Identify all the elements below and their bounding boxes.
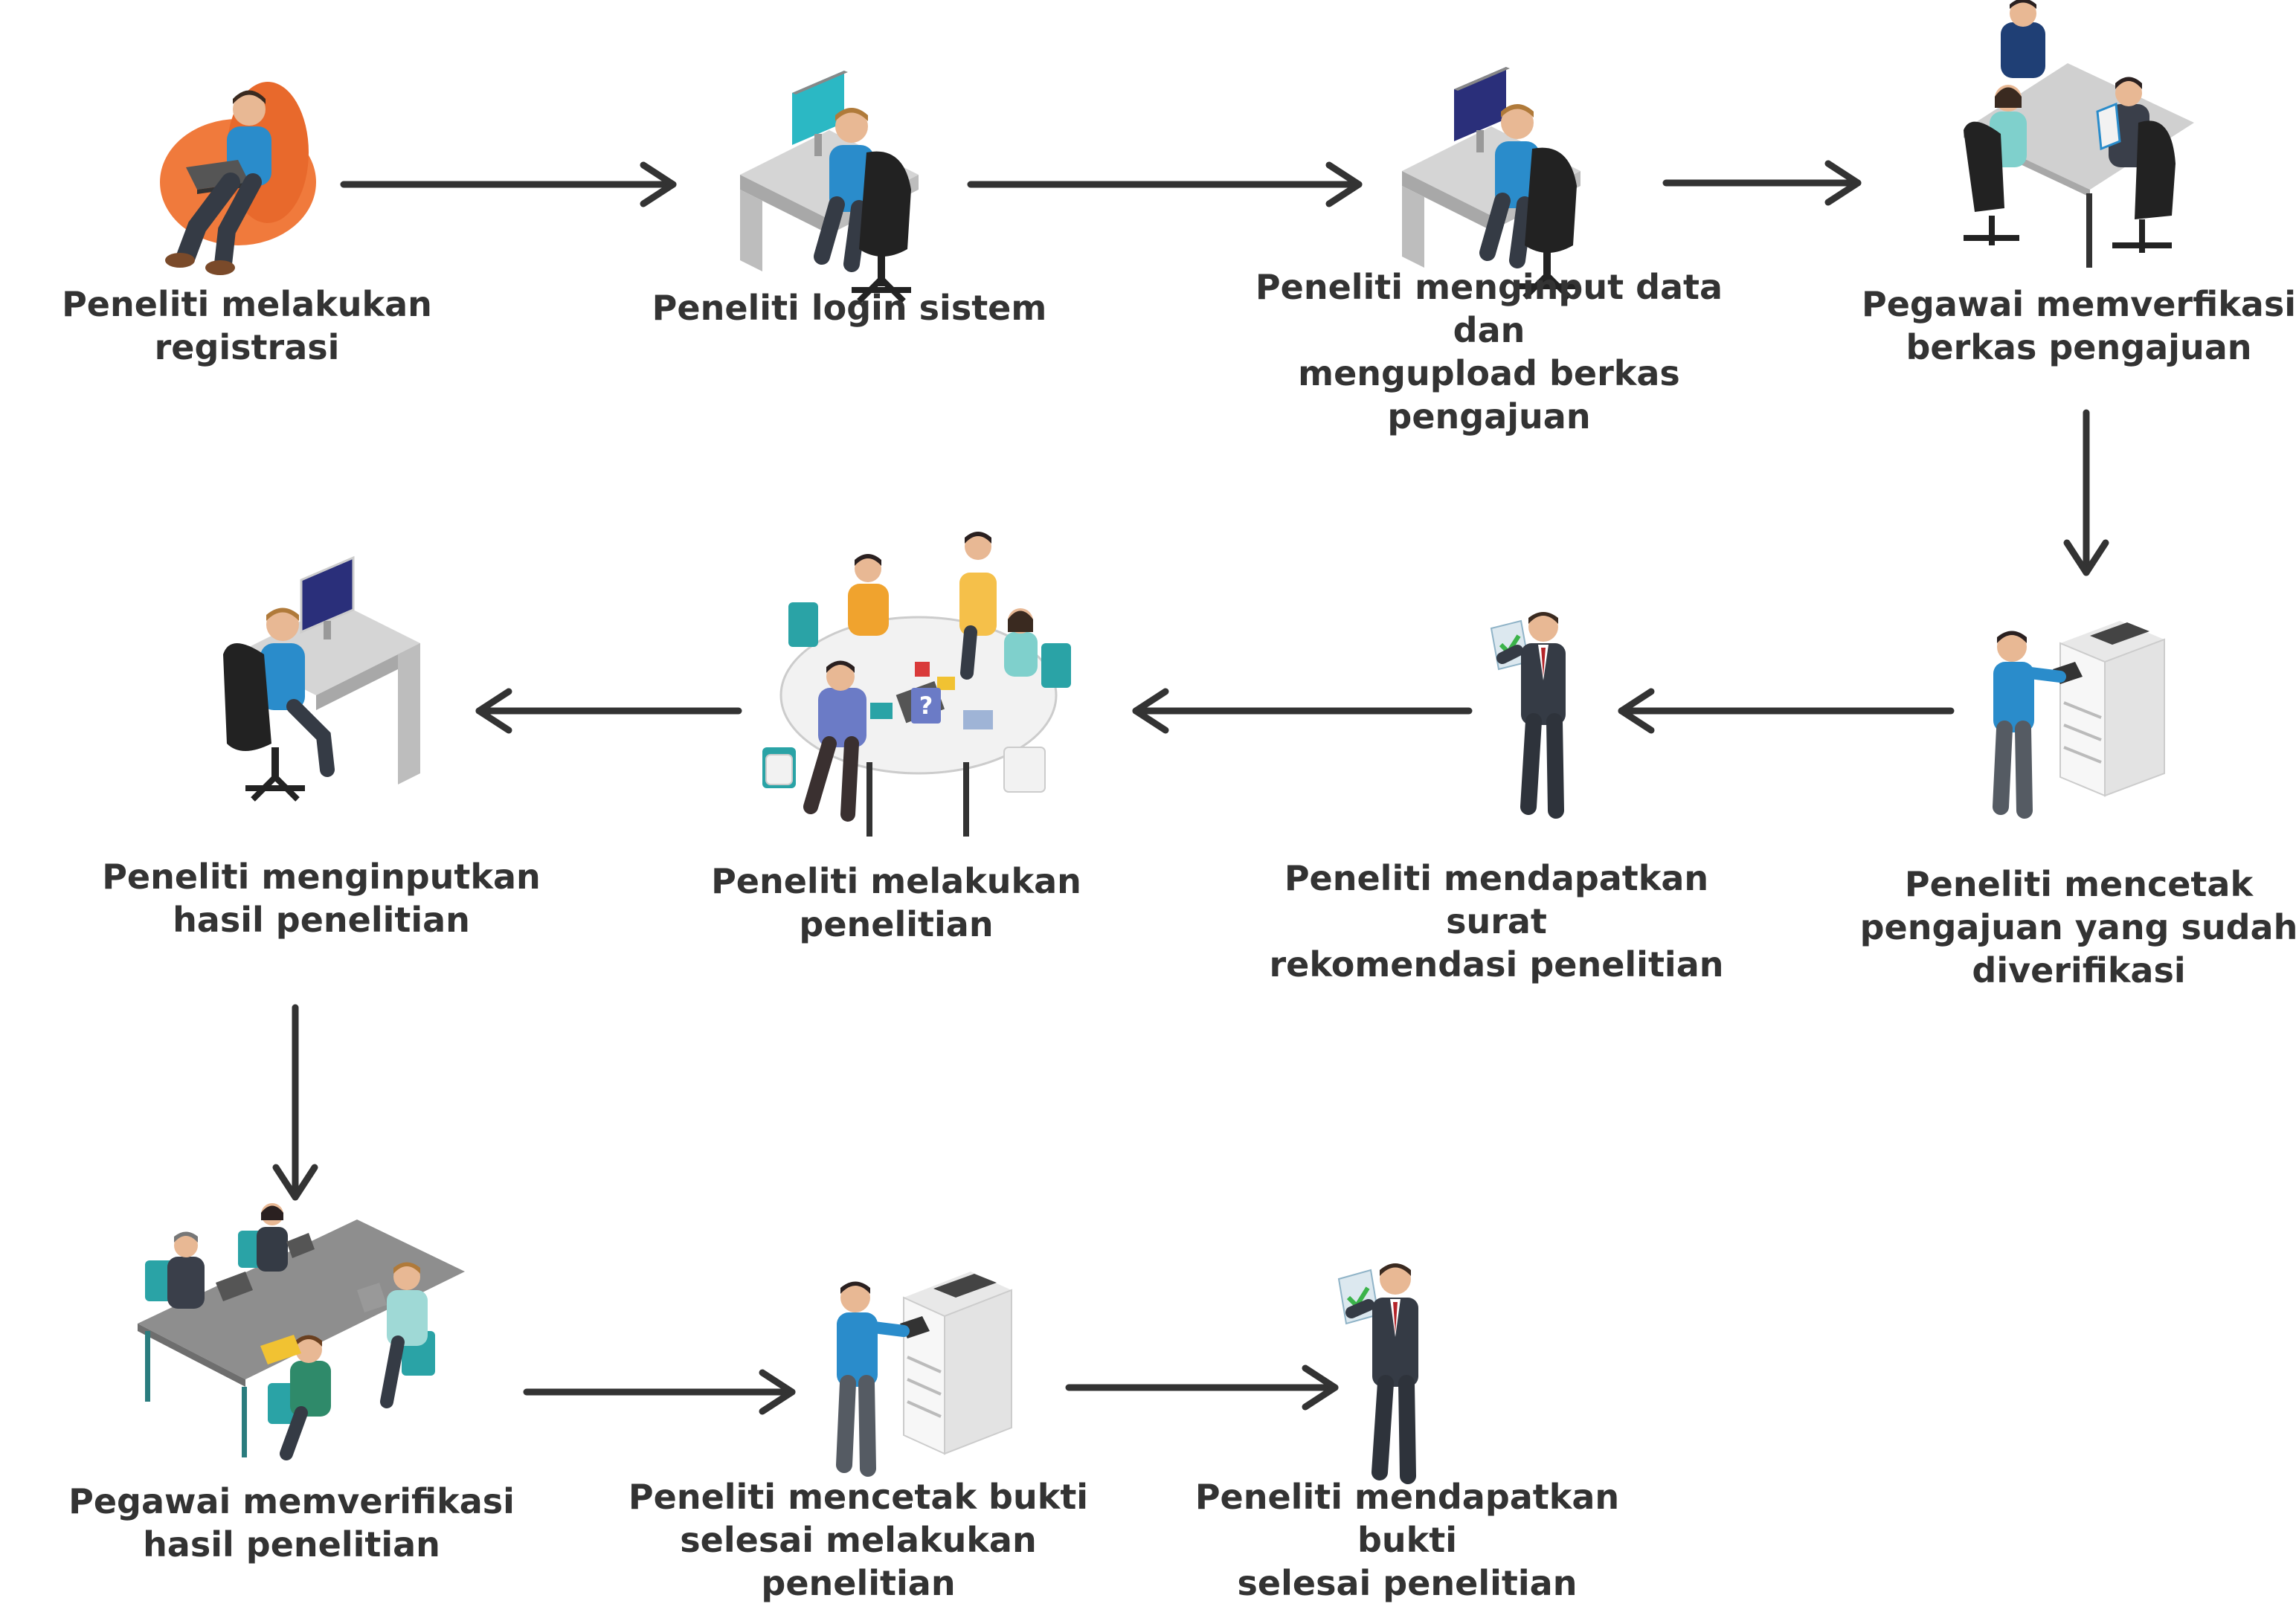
step-label-login: Peneliti login sistem <box>652 288 1047 328</box>
businessman-document-icon <box>1337 1263 1418 1484</box>
step-label-verifikasi-hasil: Pegawai memverifikasi hasil penelitian <box>68 1481 515 1565</box>
step-label-surat-rekomendasi: Peneliti mendapatkan surat rekomendasi p… <box>1269 858 1724 985</box>
svg-text:?: ? <box>919 692 933 720</box>
step-label-verifikasi-berkas: Pegawai memverfikasi berkas pengajuan <box>1861 284 2296 367</box>
arrow-s7-s8 <box>475 688 742 734</box>
researcher-desk-computer-icon <box>740 71 919 303</box>
staff-long-table-icon <box>138 1203 465 1460</box>
arrow-s4-s5 <box>2063 409 2109 576</box>
researcher-beanbag-laptop-icon <box>160 82 316 275</box>
person-printer-icon <box>1993 621 2165 819</box>
person-printer-icon <box>836 1272 1012 1477</box>
arrow-s10-s11 <box>1065 1364 1339 1411</box>
arrow-s2-s3 <box>967 161 1363 207</box>
step-label-melakukan-penelitian: Peneliti melakukan penelitian <box>711 861 1081 944</box>
step-label-registrasi: Peneliti melakukan registrasi <box>62 284 432 367</box>
step-label-bukti-selesai: Peneliti mendapatkan bukti selesai penel… <box>1194 1477 1620 1603</box>
step-label-input-upload: Peneliti menginput data dan mengupload b… <box>1255 267 1723 436</box>
staff-meeting-table-icon <box>1964 0 2194 268</box>
arrow-s8-s9 <box>272 1004 318 1201</box>
arrow-s5-s6 <box>1618 688 1955 734</box>
arrow-s6-s7 <box>1132 688 1473 734</box>
researcher-desk-computer-icon <box>1402 67 1580 300</box>
step-label-input-hasil: Peneliti menginputkan hasil penelitian <box>102 857 541 940</box>
arrow-s1-s2 <box>340 161 677 207</box>
arrow-s3-s4 <box>1662 160 1862 206</box>
step-label-cetak-pengajuan: Peneliti mencetak pengajuan yang sudah d… <box>1859 864 2296 990</box>
team-round-table-icon: ? <box>762 532 1071 837</box>
businessman-document-icon <box>1490 612 1566 819</box>
arrow-s9-s10 <box>523 1369 796 1415</box>
researcher-desk-computer-icon <box>223 555 420 802</box>
step-label-cetak-bukti: Peneliti mencetak bukti selesai melakuka… <box>628 1477 1089 1603</box>
